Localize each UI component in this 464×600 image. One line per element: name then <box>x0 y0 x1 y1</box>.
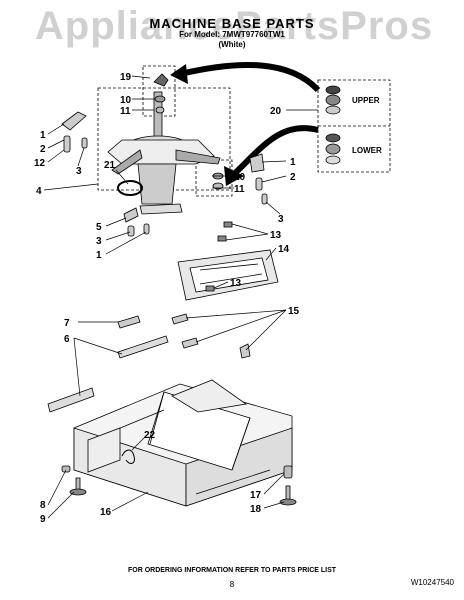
callout-12: 12 <box>34 158 46 169</box>
callout-6: 6 <box>64 334 70 345</box>
leader-lines <box>43 75 318 519</box>
callout-5: 5 <box>96 222 102 233</box>
page-number: 8 <box>229 580 235 589</box>
callout-17: 17 <box>250 490 262 501</box>
callout-8: 8 <box>40 500 46 511</box>
callout-1b: 1 <box>290 157 296 168</box>
callout-1c: 1 <box>96 250 102 261</box>
brackets <box>117 313 251 359</box>
spring-part <box>121 449 135 464</box>
callout-11b: 11 <box>234 184 245 195</box>
document-number: W10247540 <box>410 578 454 587</box>
small-parts-mid <box>212 172 224 190</box>
motor-mount-plate <box>177 221 279 301</box>
callout-15: 15 <box>288 306 300 317</box>
upper-label: UPPER <box>352 96 380 105</box>
callout-20: 20 <box>270 106 282 117</box>
big-arrow-mid <box>229 125 319 179</box>
callout-3b: 3 <box>278 214 284 225</box>
callout-3: 3 <box>76 166 82 177</box>
callout-16: 16 <box>100 507 112 518</box>
page-title: MACHINE BASE PARTS <box>149 16 315 31</box>
callout-18: 18 <box>250 504 262 515</box>
side-rails <box>47 335 169 413</box>
watermark: AppliancePartsPros <box>34 4 434 48</box>
callout-21: 21 <box>104 160 116 171</box>
machine-base-frame <box>73 379 293 507</box>
callout-22: 22 <box>144 430 156 441</box>
right-clip-parts <box>249 153 268 205</box>
left-clip-parts <box>61 111 88 153</box>
small-parts-top <box>153 73 169 114</box>
leveling-feet <box>61 465 297 506</box>
callout-2b: 2 <box>290 172 296 183</box>
callout-13: 13 <box>270 230 282 241</box>
callout-7: 7 <box>64 318 70 329</box>
callout-10: 10 <box>120 95 132 106</box>
callout-13b: 13 <box>230 278 242 289</box>
callout-4: 4 <box>36 186 42 197</box>
big-arrow-top <box>179 61 321 93</box>
callout-9: 9 <box>40 514 46 525</box>
callout-11: 11 <box>120 106 131 117</box>
callout-19: 19 <box>120 72 132 83</box>
ordering-info: FOR ORDERING INFORMATION REFER TO PARTS … <box>127 567 337 574</box>
lower-left-clips <box>123 207 150 237</box>
callout-10b: 10 <box>234 172 246 183</box>
model-line: For Model: 7MWT97760TW1 <box>179 30 285 39</box>
transmission-assembly <box>107 91 221 215</box>
model-color: (White) <box>218 40 246 49</box>
callout-14: 14 <box>278 244 290 255</box>
lower-bearing-parts <box>325 133 341 165</box>
callout-3c: 3 <box>96 236 102 247</box>
lower-label: LOWER <box>352 146 382 155</box>
callout-2: 2 <box>40 144 46 155</box>
callout-1: 1 <box>40 130 46 141</box>
upper-bearing-parts <box>325 85 341 115</box>
